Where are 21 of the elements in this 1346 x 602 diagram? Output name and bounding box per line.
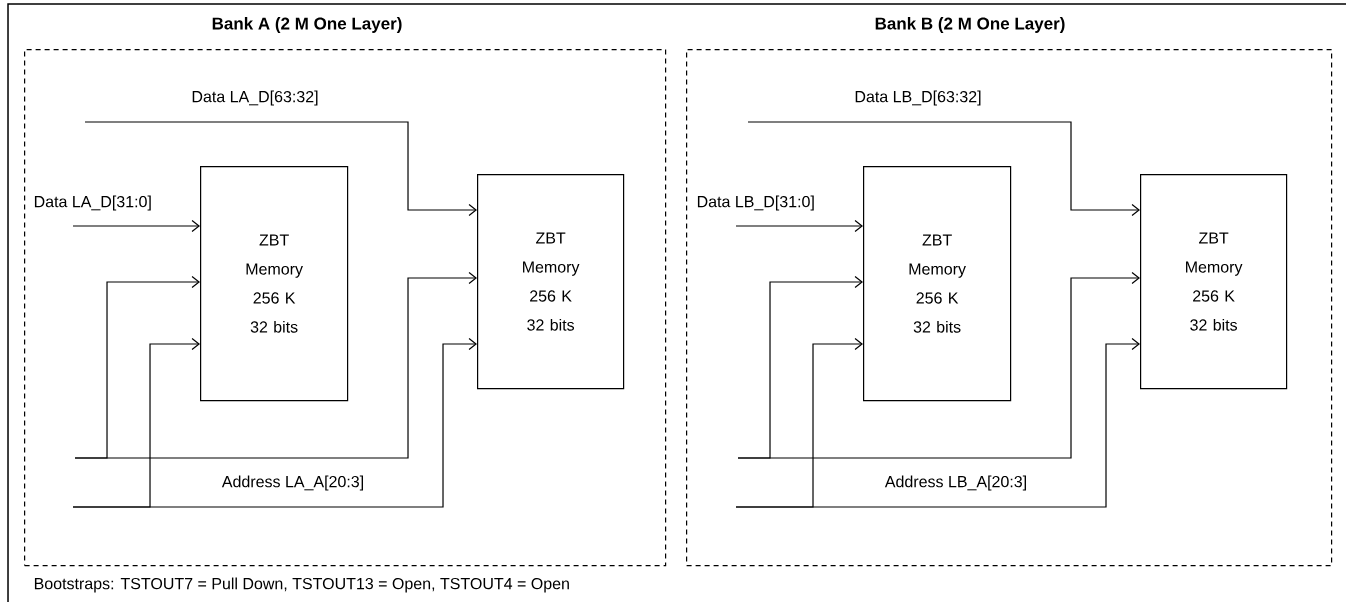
edge-label: Data LB_D[31:0] <box>697 195 814 211</box>
arrow <box>735 219 863 233</box>
arrow <box>72 219 200 233</box>
edge-label: Data LB_D[63:32] <box>855 90 981 106</box>
edge-label: Data LA_D[63:32] <box>192 90 318 106</box>
arrow <box>737 275 863 459</box>
memory-box: ZBT Memory 256 K 32 bits <box>477 174 625 390</box>
node-label: Bank A (2 M One Layer) <box>212 17 402 33</box>
signal-label: Address LB_A[20:3] <box>883 474 1029 492</box>
memory-box: ZBT Memory 256 K 32 bits <box>863 166 1012 402</box>
arrow <box>747 121 1140 217</box>
edge-label: Data LA_D[31:0] <box>34 195 151 211</box>
node-label: Bank B (2 M One Layer) <box>875 17 1065 33</box>
memory-box: ZBT Memory 256 K 32 bits <box>200 166 349 402</box>
note-text: Bootstraps: TSTOUT7 = Pull Down, TSTOUT13 = Open, TSTOUT4 = Open <box>32 576 571 594</box>
signal-label: Address LA_A[20:3] <box>220 474 366 492</box>
arrow <box>735 337 863 508</box>
arrow <box>72 337 200 508</box>
arrow <box>84 121 477 217</box>
memory-box: ZBT Memory 256 K 32 bits <box>1140 174 1288 390</box>
arrow <box>74 275 200 459</box>
